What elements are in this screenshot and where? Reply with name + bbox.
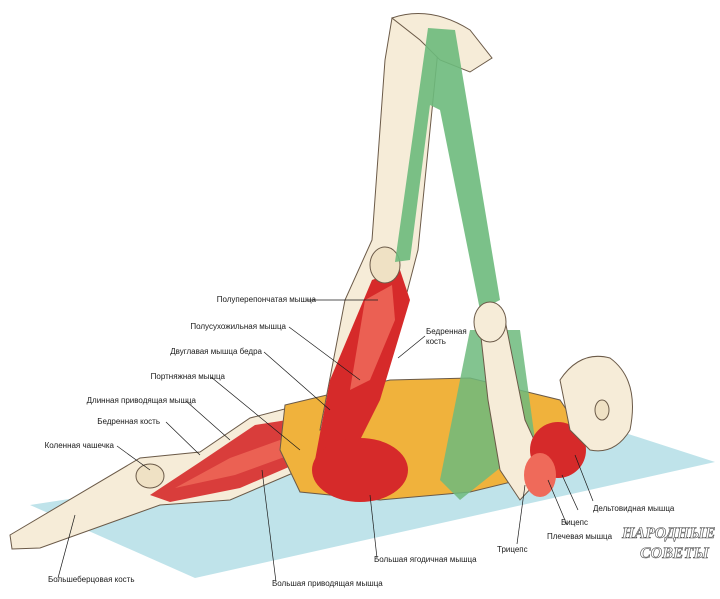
ear-shape (594, 399, 610, 421)
label-semitendinosus: Полусухожильная мышца (190, 322, 286, 331)
label-femur-right-line2: кость (426, 337, 446, 346)
label-deltoid: Дельтовидная мышца (593, 504, 675, 513)
label-biceps-femoris: Двуглавая мышца бедра (170, 347, 262, 356)
watermark-line1: НАРОДНЫЕ (621, 525, 715, 542)
label-triceps: Трицепс (497, 545, 528, 554)
label-femur-left: Бедренная кость (97, 417, 160, 426)
label-patella: Коленная чашечка (45, 441, 115, 450)
label-adductor-longus: Длинная приводящая мышца (87, 396, 197, 405)
label-femur-right-line1: Бедренная (426, 327, 467, 336)
label-adductor-magnus: Большая приводящая мышца (272, 579, 383, 588)
label-semimembranosus: Полуперепончатая мышца (217, 295, 317, 304)
gluteus-shape (312, 438, 408, 502)
raised-hamstring-highlight (350, 285, 395, 390)
label-gluteus-maximus: Большая ягодичная мышца (374, 555, 477, 564)
stretch-strap (395, 28, 500, 310)
extended-thigh-highlight (175, 440, 290, 488)
biceps-shape (524, 453, 556, 497)
raised-knee-shape (369, 246, 401, 284)
patella-shape (135, 463, 165, 489)
label-sartorius: Портняжная мышца (151, 372, 226, 381)
label-tibia: Большеберцовая кость (48, 575, 135, 584)
label-biceps: Бицепс (561, 518, 588, 527)
watermark-line2: СОВЕТЫ (640, 545, 709, 562)
label-brachialis: Плечевая мышца (547, 532, 613, 541)
hand-shape (473, 301, 507, 343)
